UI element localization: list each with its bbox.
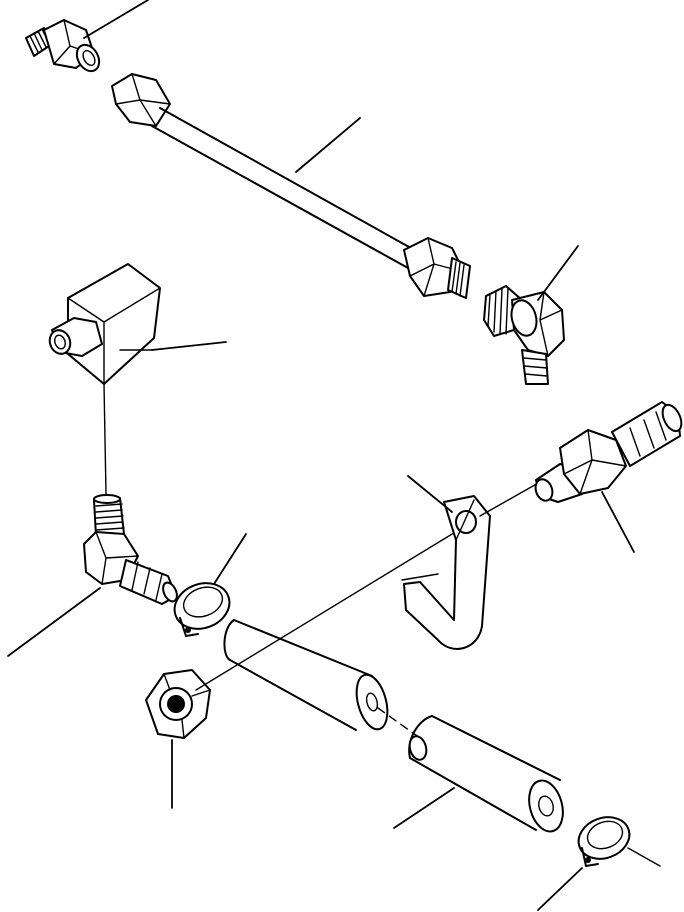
elbow-fitting-upper bbox=[483, 285, 565, 385]
flange-nut bbox=[145, 669, 211, 739]
elbow-hose-barb bbox=[83, 494, 178, 605]
leader-elbow-fitting-upper bbox=[537, 245, 579, 301]
leader-hose-barb-adapter bbox=[601, 491, 635, 553]
hose bbox=[223, 619, 389, 731]
leader-tee-block bbox=[151, 341, 227, 351]
hose-barb-adapter bbox=[534, 401, 683, 503]
leader-hose bbox=[393, 787, 455, 829]
leader-hose-clamp-left bbox=[213, 533, 247, 585]
leader-mounting-clip bbox=[407, 475, 453, 513]
mounting-clip bbox=[401, 495, 491, 650]
straight-connector bbox=[25, 19, 101, 73]
centerline-nut-to-clip bbox=[195, 527, 463, 691]
tube-assembly bbox=[111, 73, 471, 299]
tee-block bbox=[48, 263, 161, 385]
hose-clamp-right bbox=[577, 816, 631, 867]
leader-tube-assembly bbox=[295, 117, 361, 173]
centerline-clamp-right bbox=[627, 847, 661, 867]
leader-hose-clamp-right bbox=[537, 867, 583, 911]
hose-clamp bbox=[173, 582, 231, 637]
centerline-clip-to-adapter bbox=[479, 481, 541, 517]
leader-straight-connector bbox=[83, 0, 149, 39]
leader-elbow-hose-barb bbox=[7, 587, 101, 657]
hose-section-2 bbox=[408, 715, 564, 833]
centerline-tee-to-elbow bbox=[103, 383, 107, 495]
